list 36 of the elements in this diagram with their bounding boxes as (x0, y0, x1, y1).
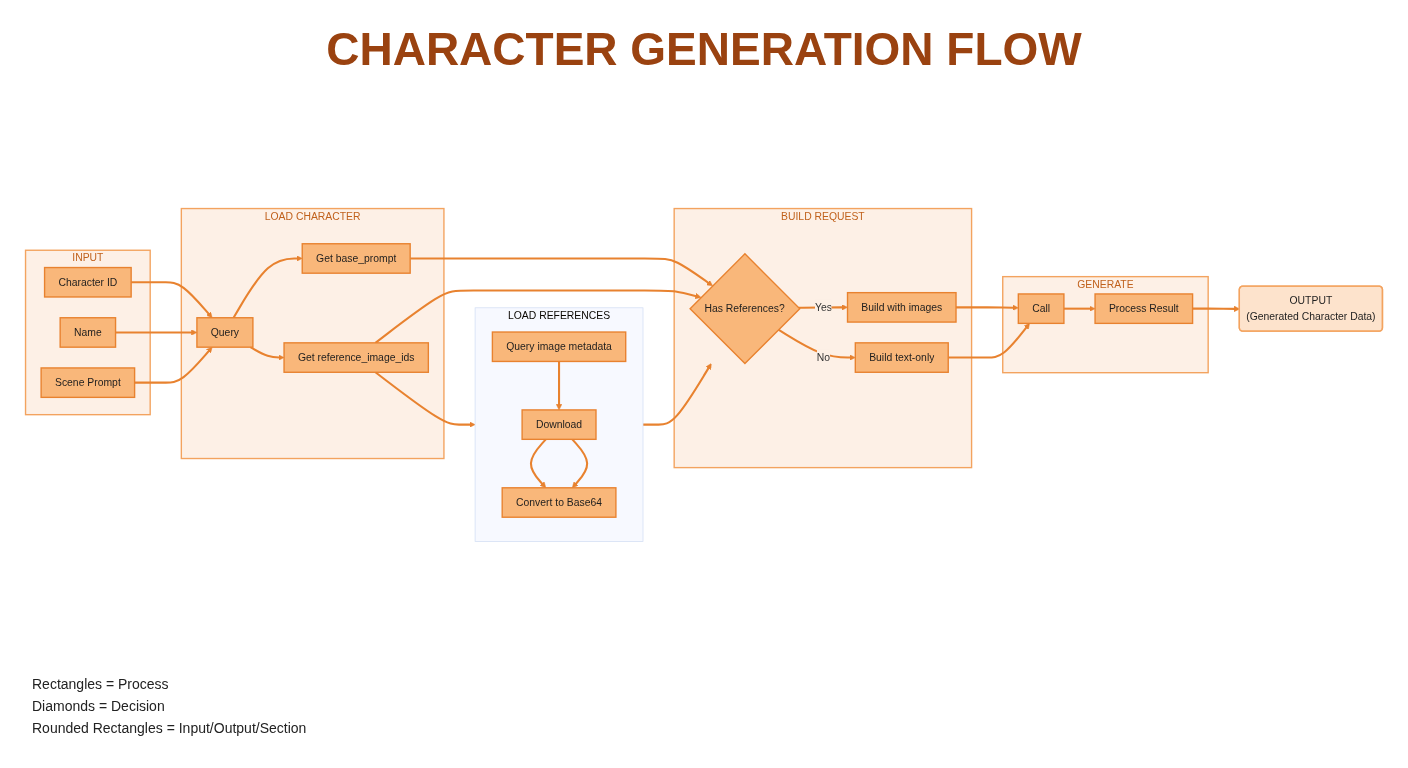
node-box: Get base_prompt (301, 243, 411, 274)
arrow (1063, 305, 1096, 312)
arrow (374, 289, 702, 344)
node-box: Process Result (1094, 293, 1194, 325)
node-box: Query image metadata (491, 331, 627, 363)
arrow (131, 281, 213, 318)
arrow (948, 323, 1030, 359)
arrow (410, 257, 713, 287)
node-box: Character ID (43, 266, 132, 298)
legend-note: Rounded Rectangles = Input/Output/Section (32, 720, 307, 736)
node-box: Build text-only (854, 342, 949, 373)
arrow (134, 346, 213, 384)
arrow (643, 363, 712, 426)
arrow (374, 371, 476, 428)
arrow (571, 438, 589, 489)
node-box: Scene Prompt (40, 367, 136, 399)
node-diamond: Has References? (689, 252, 801, 365)
arrow (956, 304, 1019, 311)
node-box: Name (59, 317, 117, 348)
arrow (556, 361, 563, 411)
diagram-title: CHARACTER GENERATION FLOW (325, 22, 1083, 76)
arrow (777, 328, 856, 361)
node-box: Query (196, 317, 254, 348)
node-box: Build with images (846, 291, 957, 323)
edge-label: No (816, 351, 831, 363)
arrow (232, 255, 303, 319)
legend-note: Diamonds = Decision (32, 698, 166, 714)
node-box: Get reference_image_ids (283, 342, 430, 373)
legend-note: Rectangles = Process (32, 676, 170, 692)
node-box: Call (1017, 293, 1065, 325)
arrow (529, 438, 547, 489)
arrow (1192, 305, 1240, 312)
node-box: Download (521, 409, 597, 440)
arrow (249, 346, 285, 361)
node-box: Convert to Base64 (501, 487, 617, 518)
edge-label: Yes (814, 300, 832, 313)
